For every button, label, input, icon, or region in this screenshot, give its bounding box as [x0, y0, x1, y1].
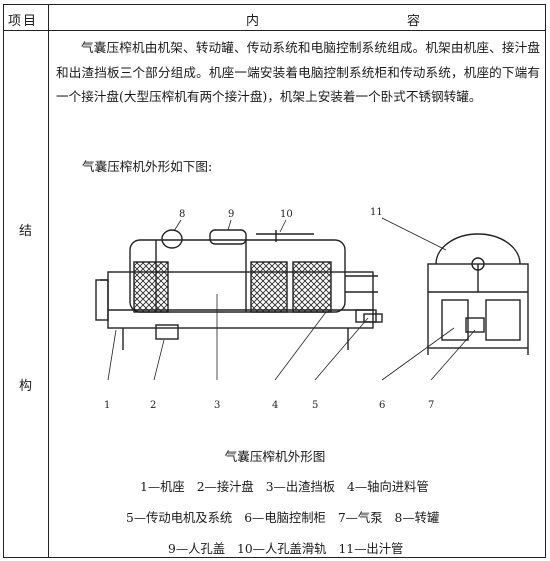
callout-leaders [107, 217, 476, 381]
section-label-bottom: 构 [19, 379, 33, 394]
callout-5: 5 [312, 400, 318, 411]
column-divider [48, 5, 49, 557]
body-paragraph: 气囊压榨机由机架、转动罐、传动系统和电脑控制系统组成。机架由机座、接汁盘和出渣挡… [56, 40, 540, 104]
legend-entry: 2—接汁盘 [196, 480, 254, 494]
callout-9: 9 [228, 209, 234, 220]
legend-entry: 3—出渣挡板 [265, 480, 336, 494]
legend-entry: 11—出汁管 [338, 542, 404, 556]
figure-intro: 气囊压榨机外形如下图: [82, 159, 213, 174]
legend-row-1: 1—机座 2—接汁盘 3—出渣挡板 4—轴向进料管 [140, 477, 429, 495]
legend-entry: 4—轴向进料管 [347, 480, 429, 494]
legend-entry: 1—机座 [140, 480, 185, 494]
rotating-tank [129, 229, 346, 313]
legend-row-3: 9—人孔盖 10—人孔盖滑轨 11—出汁管 [168, 539, 403, 557]
table-header-row: 项目 内 容 [4, 5, 545, 31]
callout-4: 4 [272, 400, 278, 411]
callout-1: 1 [104, 400, 110, 411]
legend-row-2: 5—传动电机及系统 6—电脑控制柜 7—气泵 8—转罐 [126, 508, 439, 526]
callout-2: 2 [150, 400, 156, 411]
callout-7: 7 [428, 400, 434, 411]
legend-entry: 10—人孔盖滑轨 [237, 542, 327, 556]
figure-caption: 气囊压榨机外形图 [224, 449, 326, 464]
press-machine-diagram: 1 2 3 4 5 6 7 8 9 10 11 [95, 207, 529, 411]
legend-entry: 9—人孔盖 [168, 542, 226, 556]
callout-3: 3 [214, 400, 220, 411]
feed-pipe-motor [155, 275, 383, 340]
callout-10: 10 [280, 209, 293, 220]
legend-entry: 6—电脑控制柜 [244, 511, 326, 525]
content-table: 项目 内 容 结 构 [3, 4, 546, 558]
header-item-label: 项目 [8, 14, 39, 29]
header-content-label-right: 容 [407, 14, 421, 29]
callout-numbers: 1 2 3 4 5 6 7 8 9 10 11 [104, 207, 434, 411]
callout-8: 8 [179, 209, 185, 220]
section-label-top: 结 [19, 224, 33, 239]
legend-entry: 5—传动电机及系统 [126, 511, 233, 525]
callout-11: 11 [370, 207, 383, 218]
legend-entry: 7—气泵 [337, 511, 383, 525]
header-content-label-left: 内 [246, 14, 260, 29]
legend-entry: 8—转罐 [394, 511, 440, 525]
callout-6: 6 [379, 400, 385, 411]
machine-front-view [427, 233, 529, 355]
